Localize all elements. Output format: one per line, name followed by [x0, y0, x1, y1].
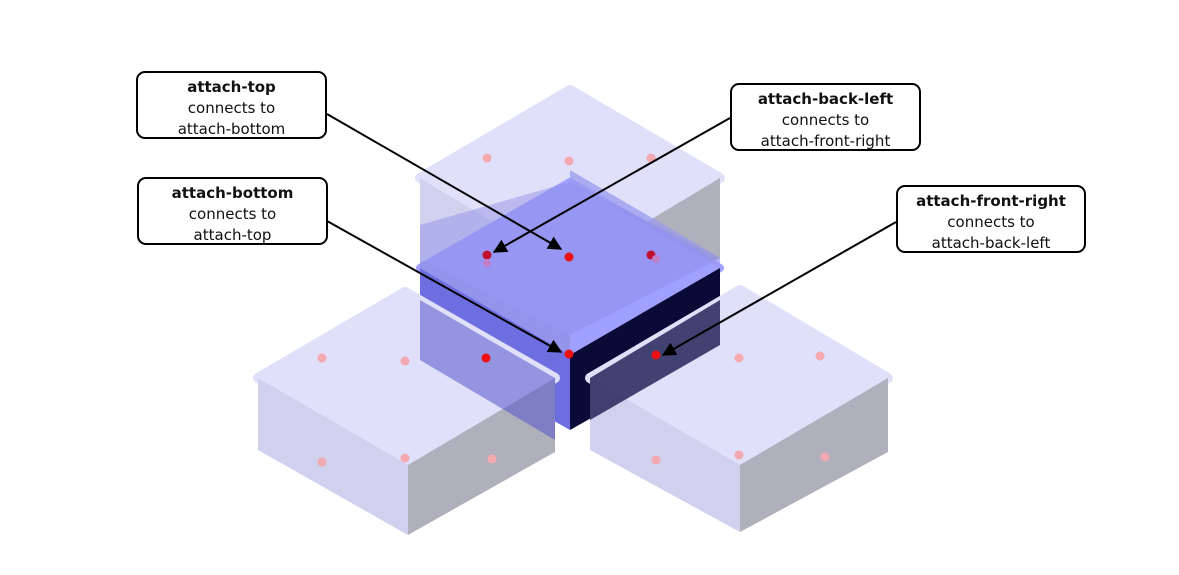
callout-text: attach-front-right: [760, 132, 891, 150]
callout-attach-bottom: attach-bottom connects to attach-top: [137, 177, 328, 245]
ghost-point: [482, 153, 492, 163]
callout-text: connects to: [947, 213, 1035, 231]
callout-attach-top: attach-top connects to attach-bottom: [136, 71, 327, 139]
callout-text: connects to: [187, 99, 276, 117]
ghost-point: [734, 450, 744, 460]
ghost-point: [317, 353, 327, 363]
ghost-point: [734, 353, 744, 363]
ghost-point: [651, 455, 661, 465]
connector-arrows: [326, 113, 897, 356]
callout-title: attach-front-right: [916, 192, 1066, 210]
callout-title: attach-top: [187, 78, 276, 96]
ghost-point: [487, 454, 497, 464]
attach-point-bottom: [564, 349, 574, 359]
ghost-block-right: [585, 285, 893, 532]
ghost-point: [483, 259, 491, 267]
callout-text: attach-back-left: [931, 234, 1051, 252]
attach-point-back-left: [482, 250, 492, 260]
ghost-point: [652, 255, 660, 263]
arrow-attach-back-left: [492, 117, 731, 253]
arrow-attach-top: [326, 113, 563, 250]
callout-attach-front-right: attach-front-right connects to attach-ba…: [896, 185, 1086, 253]
callout-text: attach-bottom: [177, 120, 286, 138]
ghost-point: [400, 356, 410, 366]
attach-points: [481, 250, 661, 363]
ghost-point: [646, 153, 656, 163]
attach-point-top: [564, 252, 574, 262]
ghost-point: [820, 452, 830, 462]
callout-title: attach-bottom: [171, 184, 294, 202]
ghost-point: [815, 351, 825, 361]
callout-text: attach-top: [193, 226, 272, 244]
callout-title: attach-back-left: [757, 90, 894, 108]
callout-text: connects to: [781, 111, 870, 129]
ghost-block-left: [253, 287, 560, 535]
attach-point-front-right: [651, 350, 661, 360]
callout-attach-back-left: attach-back-left connects to attach-fron…: [730, 83, 921, 151]
attach-point-front-left: [481, 353, 491, 363]
arrow-attach-front-right: [661, 221, 897, 356]
arrow-attach-bottom: [326, 220, 563, 353]
ghost-point: [317, 457, 327, 467]
ghost-point: [564, 156, 574, 166]
ghost-point: [400, 453, 410, 463]
callout-text: connects to: [188, 205, 277, 223]
